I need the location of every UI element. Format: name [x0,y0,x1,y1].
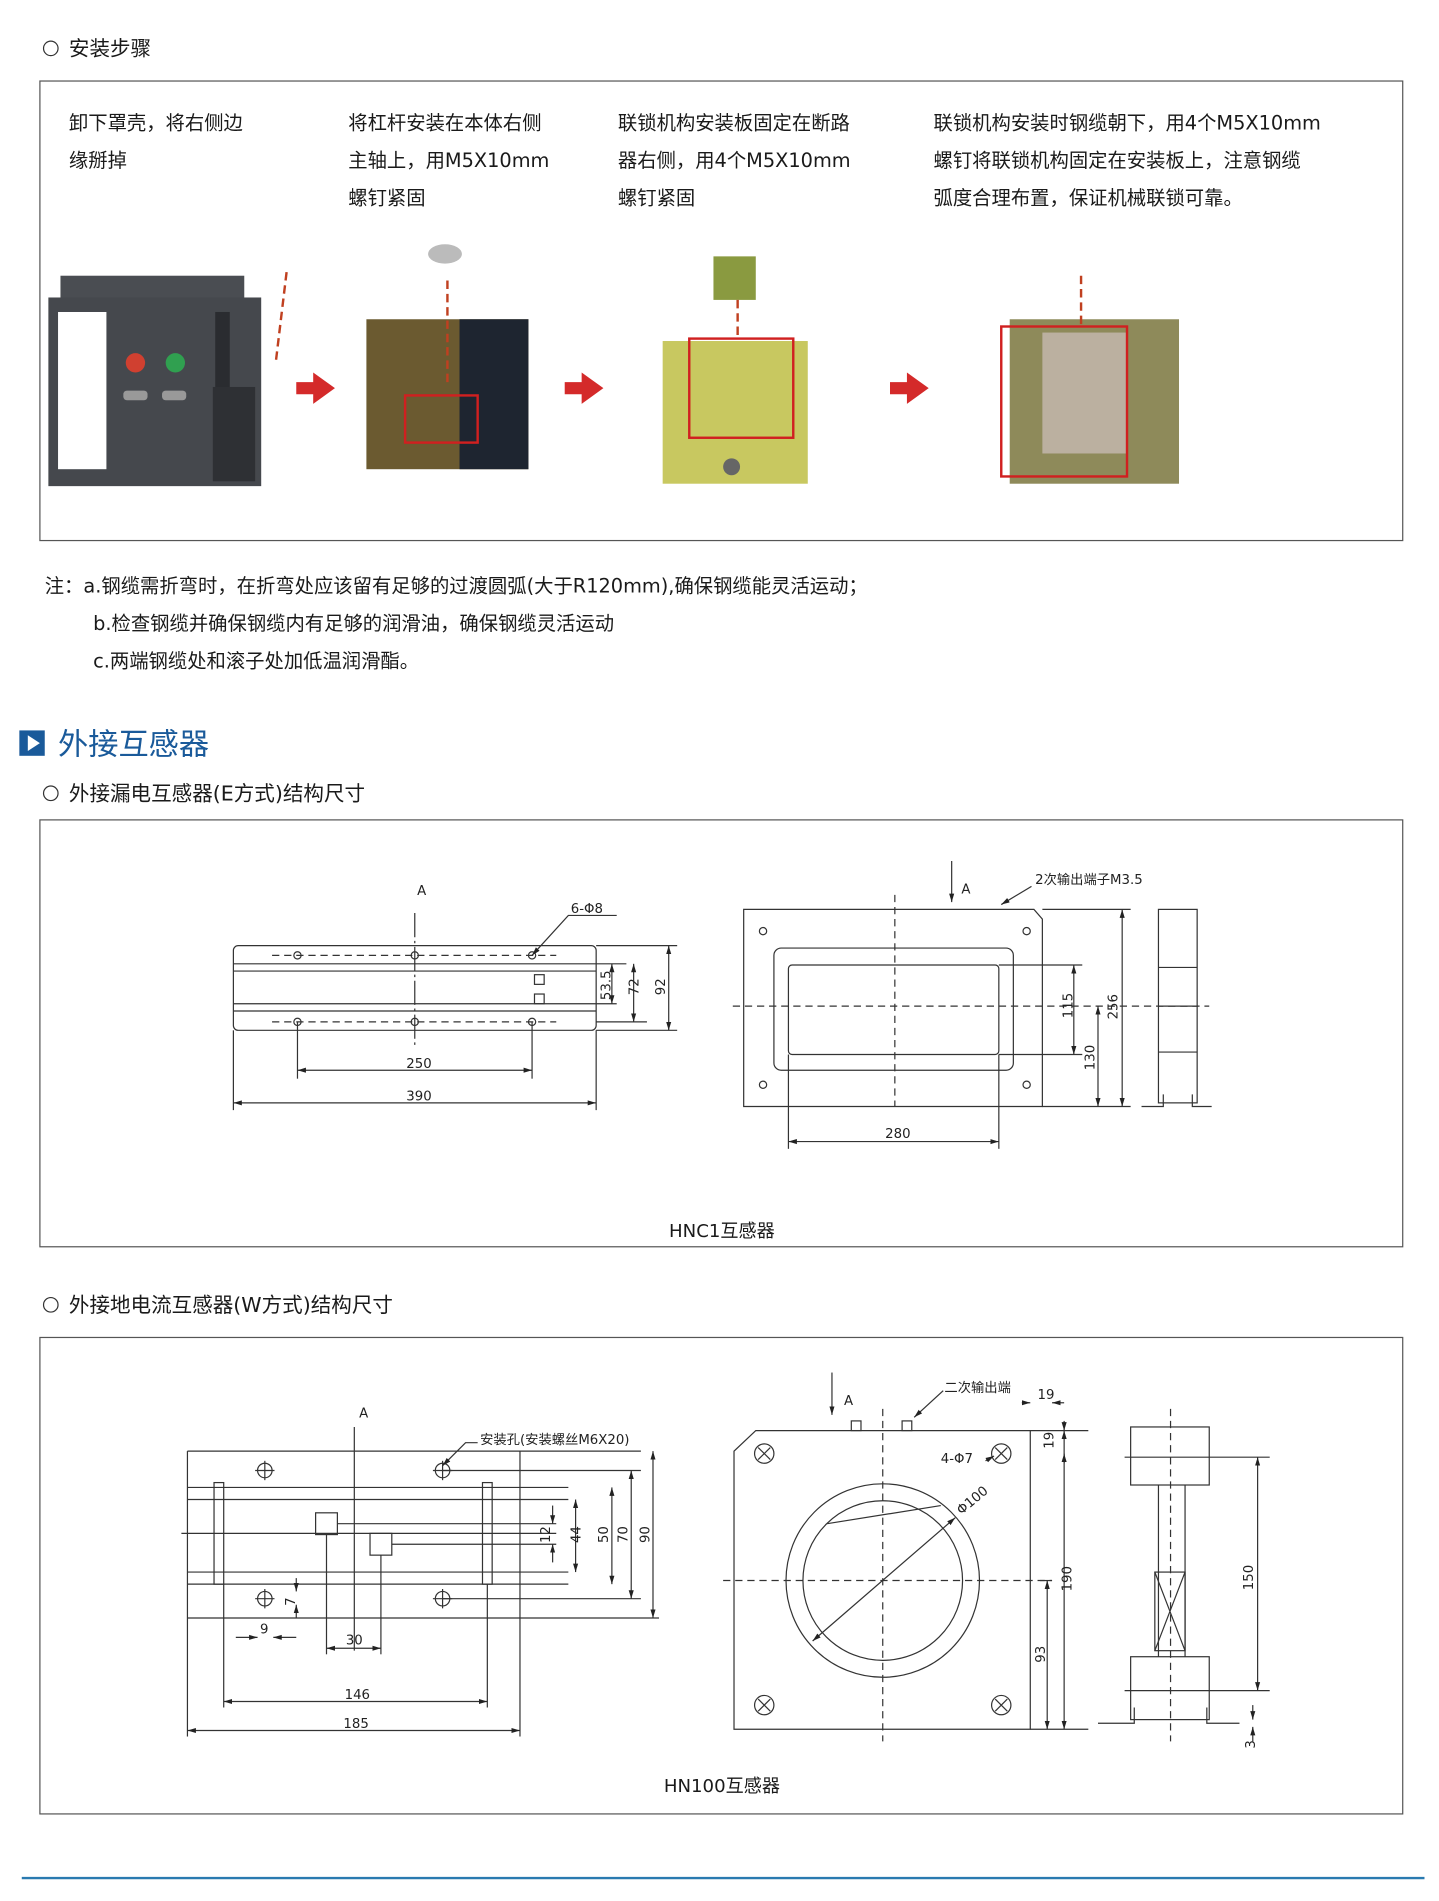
hn100-drawing-panel [39,1336,1404,1815]
dim-label: 2次输出端子M3.5 [1035,872,1143,888]
mounting-plate-photo [662,256,808,484]
hnc1-drawing-panel [39,819,1404,1248]
dim-label: 190 [1060,1566,1075,1591]
dim-label: 12 [539,1526,554,1543]
dim-label: 19 [1038,1388,1055,1403]
step-1-line: 缘掰掉 [69,149,127,172]
note-a: 注：a.钢缆需折弯时，在折弯处应该留有足够的过渡圆弧(大于R120mm),确保钢… [45,575,868,598]
arrow-right-icon [564,372,604,404]
interlock-photo [1000,275,1180,484]
step-texts: 卸下罩壳，将右侧边 缘掰掉 将杠杆安装在本体右侧 主轴上，用M5X10mm 螺钉… [69,111,1321,209]
dim-label: 70 [617,1526,632,1543]
dim-label: 53.5 [600,970,615,1000]
dim-label: 150 [1242,1565,1257,1590]
dim-label: A [417,884,426,899]
hn100-caption: HN100互感器 [664,1776,780,1797]
hnc1-side-view: A 2次输出端子M3.5 115 130 256 280 [732,861,1212,1149]
dim-label: A [844,1394,853,1409]
step-3-line: 器右侧，用4个M5X10mm [618,149,851,172]
hnc1-caption: HNC1互感器 [669,1221,775,1242]
dim-label: 安装孔(安装螺丝M6X20) [480,1432,629,1448]
step-1-line: 卸下罩壳，将右侧边 [69,111,243,134]
lever-photo [366,244,529,470]
dim-label: 90 [638,1526,653,1543]
step-4-line: 联锁机构安装时钢缆朝下，用4个M5X10mm [934,111,1321,134]
step-3-line: 联锁机构安装板固定在断路 [618,111,850,134]
step-4-line: 弧度合理布置，保证机械联锁可靠。 [934,186,1243,209]
dim-label: 4-Φ7 [941,1452,973,1467]
hn100-heading: 外接地电流互感器(W方式)结构尺寸 [69,1293,393,1317]
bullet-circle-icon [42,40,59,57]
dim-label: 44 [569,1526,584,1543]
step-2-line: 主轴上，用M5X10mm [348,149,549,172]
section-title: 外接互感器 [58,728,209,763]
dim-label: 256 [1106,994,1121,1019]
dim-label: 二次输出端 [944,1380,1010,1396]
dim-label: 185 [343,1717,368,1732]
step-2-line: 将杠杆安装在本体右侧 [348,111,541,134]
dim-label: 19 [1042,1432,1057,1449]
note-b: b.检查钢缆并确保钢缆内有足够的润滑油，确保钢缆灵活运动 [93,612,614,635]
dim-label: A [961,883,970,898]
hnc1-front-view: A 6-Φ8 53.5 72 92 250 390 [232,884,678,1111]
bullet-circle-icon [42,1296,59,1313]
step-3-line: 螺钉紧固 [618,186,695,209]
dim-label: 280 [885,1127,910,1142]
dim-label: 130 [1083,1045,1098,1070]
install-heading: 安装步骤 [69,37,151,61]
breaker-photo [48,271,288,487]
step-4-line: 螺钉将联锁机构固定在安装板上，注意钢缆 [934,149,1301,172]
dim-label: 390 [406,1089,431,1104]
dim-label: 250 [406,1057,431,1072]
dim-label: 72 [627,978,642,995]
arrow-right-icon [296,372,335,404]
bullet-circle-icon [42,785,59,802]
arrows [296,372,929,404]
dim-label: A [359,1406,368,1421]
hn100-front-view: A 安装孔(安装螺丝M6X20) 12 44 50 70 90 7 9 30 1… [181,1406,660,1737]
note-c: c.两端钢缆处和滚子处加低温润滑酯。 [93,650,419,673]
dim-label: 92 [654,978,669,995]
dim-label: 3 [1244,1740,1259,1748]
dim-label: 115 [1062,993,1077,1018]
dim-label: 93 [1034,1646,1049,1663]
hnc1-heading: 外接漏电互感器(E方式)结构尺寸 [69,782,365,806]
dim-label: 30 [346,1634,363,1649]
arrow-right-icon [890,372,929,404]
dim-label: 50 [597,1526,612,1543]
hn100-side-view: A 二次输出端 19 19 4-Φ7 Φ100 190 93 150 3 [723,1372,1270,1749]
dim-label: 7 [284,1597,299,1605]
dim-label: 9 [260,1623,268,1638]
dim-label: 6-Φ8 [571,902,603,917]
dim-label: 146 [345,1688,370,1703]
notes: 注：a.钢缆需折弯时，在折弯处应该留有足够的过渡圆弧(大于R120mm),确保钢… [45,575,868,673]
step-2-line: 螺钉紧固 [348,186,425,209]
